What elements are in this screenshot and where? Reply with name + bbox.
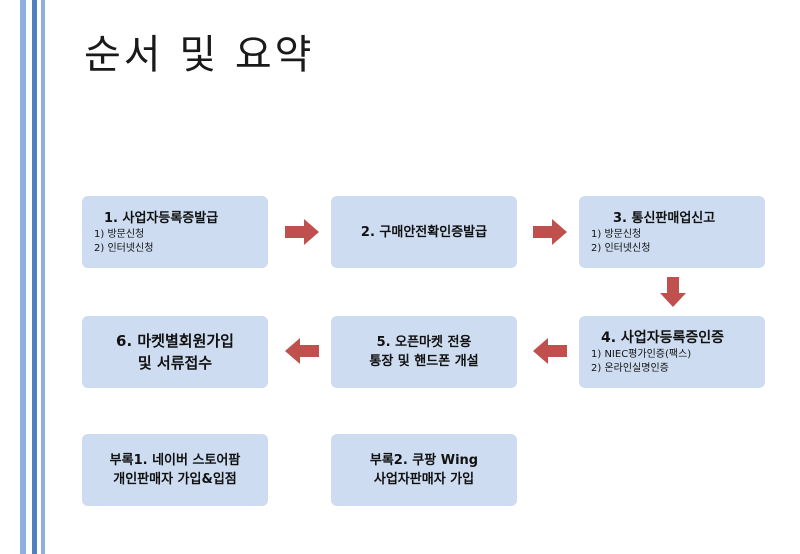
arrow-right-icon (285, 219, 319, 245)
step-6-title-line-1: 6. 마켓별회원가입 (116, 332, 234, 350)
arrow-left-icon (285, 338, 319, 364)
step-6-box: 6. 마켓별회원가입 및 서류접수 (82, 316, 268, 388)
step-1-note-1: 1) 방문신청 (94, 228, 145, 240)
appendix-2-box: 부록2. 쿠팡 Wing 사업자판매자 가입 (331, 434, 517, 506)
step-4-box: 4. 사업자등록증인증 1) NIEC평가인증(팩스) 2) 온라인실명인증 (579, 316, 765, 388)
left-stripe-light-inner (41, 0, 45, 554)
step-3-note-2: 2) 인터넷신청 (591, 242, 651, 254)
left-stripe-light (20, 0, 26, 554)
step-1-note-2: 2) 인터넷신청 (94, 242, 154, 254)
page-title: 순서 및 요약 (84, 32, 315, 78)
step-3-title: 3. 통신판매업신고 (613, 210, 716, 226)
arrow-right-icon (533, 219, 567, 245)
appendix-1-box: 부록1. 네이버 스토어팜 개인판매자 가입&입점 (82, 434, 268, 506)
appendix-2-title-line-1: 부록2. 쿠팡 Wing (369, 453, 479, 468)
arrow-down-icon (660, 277, 686, 307)
step-2-title: 2. 구매안전확인증발급 (360, 224, 488, 240)
step-3-note-1: 1) 방문신청 (591, 228, 642, 240)
step-1-title: 1. 사업자등록증발급 (104, 210, 219, 226)
step-5-title-line-1: 5. 오픈마켓 전용 (376, 335, 472, 350)
step-5-box: 5. 오픈마켓 전용 통장 및 핸드폰 개설 (331, 316, 517, 388)
appendix-1-title-line-1: 부록1. 네이버 스토어팜 (109, 453, 241, 468)
arrow-left-icon (533, 338, 567, 364)
step-3-box: 3. 통신판매업신고 1) 방문신청 2) 인터넷신청 (579, 196, 765, 268)
step-4-note-1: 1) NIEC평가인증(팩스) (591, 348, 692, 360)
left-stripe-dark (32, 0, 37, 554)
step-6-title-line-2: 및 서류접수 (137, 354, 213, 372)
step-5-title-line-2: 통장 및 핸드폰 개설 (369, 354, 479, 369)
step-4-note-2: 2) 온라인실명인증 (591, 362, 669, 374)
step-4-title: 4. 사업자등록증인증 (601, 329, 724, 346)
appendix-1-title-line-2: 개인판매자 가입&입점 (113, 472, 237, 487)
appendix-2-title-line-2: 사업자판매자 가입 (373, 472, 475, 487)
step-1-box: 1. 사업자등록증발급 1) 방문신청 2) 인터넷신청 (82, 196, 268, 268)
step-2-box: 2. 구매안전확인증발급 (331, 196, 517, 268)
